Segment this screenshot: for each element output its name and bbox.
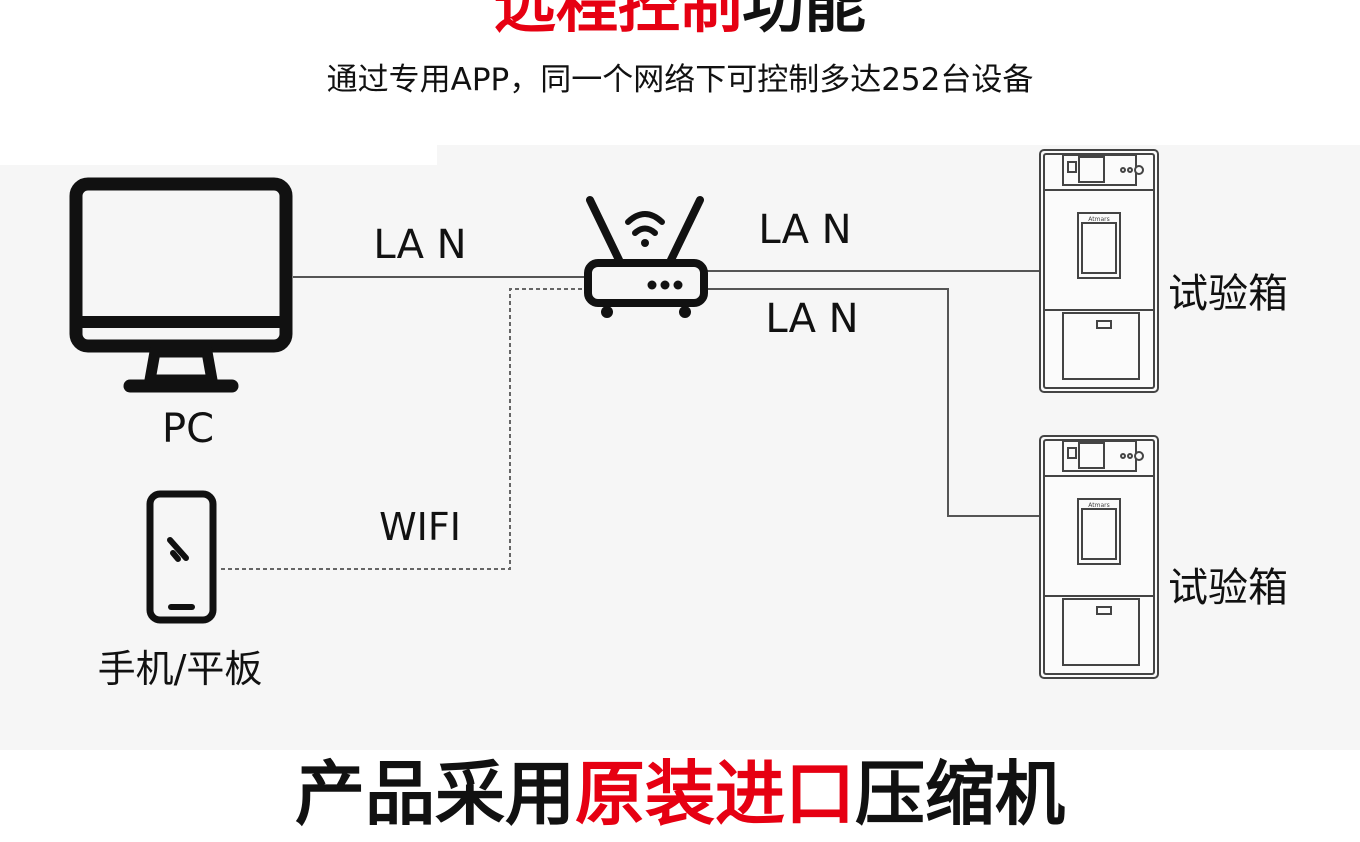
page-subtitle: 通过专用APP，同一个网络下可控制多达252台设备 [327,62,1034,98]
chamber-2-label: 试验箱 [1168,565,1288,611]
test-chamber-2-icon: Atmars [1039,435,1159,679]
pc-label: PC [162,406,214,452]
page-title: 远程控制功能 [494,0,866,41]
lan-bottom-label: LA N [765,296,858,342]
mobile-phone-icon [146,490,217,624]
test-chamber-1-icon: Atmars [1039,149,1159,393]
wifi-line [218,288,582,570]
pc-monitor-icon [69,177,293,393]
footer-title: 产品采用原装进口压缩机 [295,753,1065,835]
lan-lines [293,270,1040,517]
lan-line-chamber2 [705,288,1040,517]
chamber-brand: Atmars [1088,502,1109,509]
chamber-1-label: 试验箱 [1168,271,1288,317]
wifi-label: WIFI [379,505,461,549]
router-icon [584,196,708,318]
lan-top-label: LA N [758,207,851,253]
chamber-brand: Atmars [1088,216,1109,223]
lan-pc-label: LA N [373,222,466,268]
mobile-label: 手机/平板 [98,647,263,691]
diagram-panel [0,145,1360,750]
